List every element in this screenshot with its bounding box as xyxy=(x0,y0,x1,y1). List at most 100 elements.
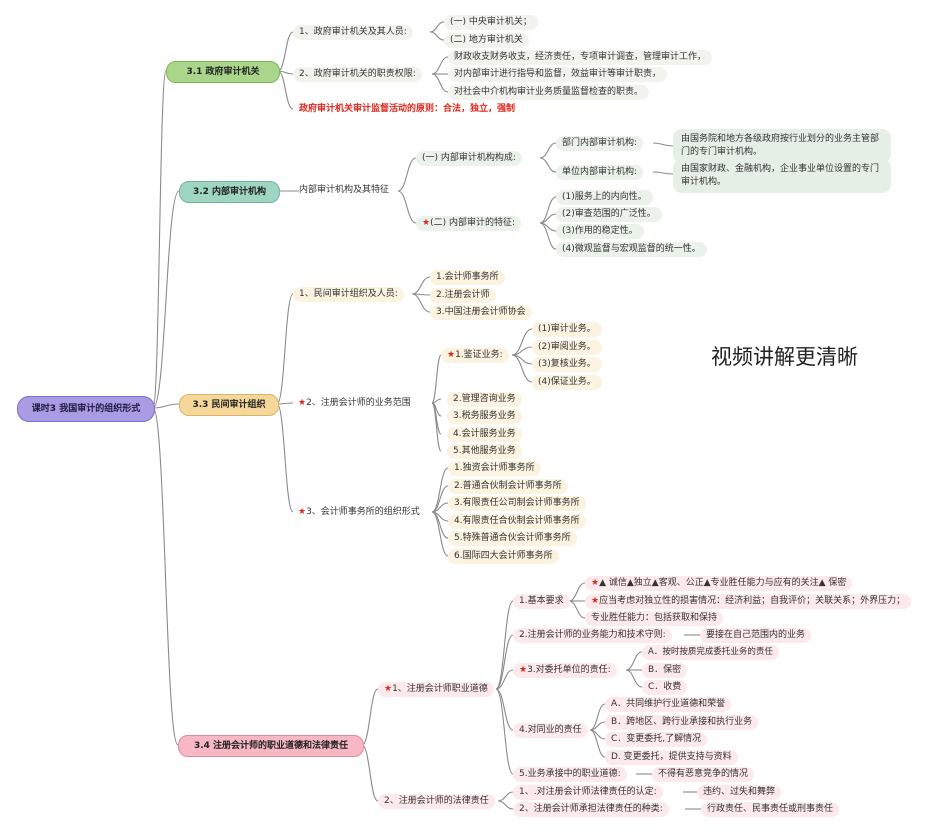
s3-attest-3[interactable]: (3)复核业务。 xyxy=(532,357,602,372)
connector-line xyxy=(276,402,294,405)
connector-line xyxy=(361,688,379,746)
s1-branch-b[interactable]: 2、政府审计机关的职责权限: xyxy=(293,67,422,82)
s4-client-b[interactable]: B．保密 xyxy=(642,663,688,678)
s1-b3[interactable]: 对社会中介机构审计业务质量监督检查的职责。 xyxy=(448,85,650,100)
s4-client[interactable]: ★3.对委托单位的责任: xyxy=(513,663,617,678)
s4-legal-2-desc[interactable]: 行政责任、民事责任或刑事责任 xyxy=(701,802,840,817)
connector-line xyxy=(495,688,514,775)
s4-ethics[interactable]: ★1、注册会计师职业道德 xyxy=(378,682,494,697)
connector-line xyxy=(539,142,557,159)
s1-branch-a[interactable]: 1、政府审计机关及其人员: xyxy=(293,25,413,40)
s4-legal-1[interactable]: 1、.对注册会计师法律责任的认定: xyxy=(513,785,663,800)
s4-peer-d[interactable]: D. 变更委托，提供支持与资料 xyxy=(605,750,738,765)
connector-line xyxy=(397,190,417,224)
s3-attest-4[interactable]: (4)保证业务。 xyxy=(532,375,602,390)
section-3-1-node[interactable]: 3.1 政府审计机关 xyxy=(166,61,280,83)
connector-line xyxy=(431,73,449,93)
s3-form-1[interactable]: 1.独资会计师事务所 xyxy=(448,461,541,476)
s2-feature-1[interactable]: (1)服务上的内向性。 xyxy=(556,190,653,205)
connector-line xyxy=(277,31,294,72)
s4-legal-1-desc[interactable]: 违约、过失和舞弊 xyxy=(697,785,782,800)
connector-line xyxy=(411,276,431,295)
s3-service-3[interactable]: 3.税务服务业务 xyxy=(447,409,522,424)
s2-composition[interactable]: (一) 内部审计机构构成: xyxy=(416,151,522,166)
connector-line xyxy=(652,142,674,147)
s2-unit-desc[interactable]: 由国家财政、金融机构，企业事业单位设置的专门审计机构。 xyxy=(673,159,891,193)
s1-principle-text[interactable]: 政府审计机关审计监督活动的原则：合法，独立，强制 xyxy=(299,104,516,114)
s2-unit-internal[interactable]: 单位内部审计机构: xyxy=(556,165,644,180)
connector-line xyxy=(152,407,179,746)
s4-peer-a[interactable]: A．共同维护行业道德和荣誉 xyxy=(605,697,732,712)
s4-legal-2[interactable]: 2、注册会计师承担法律责任的种类: xyxy=(513,802,669,817)
connector-line xyxy=(497,800,514,810)
s3-form-5[interactable]: 5.特殊普通合伙会计师事务所 xyxy=(448,531,577,546)
s2-feature-3[interactable]: (3)作用的稳定性。 xyxy=(556,224,644,239)
s3-attest[interactable]: ★1.鉴证业务: xyxy=(441,348,509,363)
connector-line xyxy=(652,171,674,175)
connector-line xyxy=(495,634,514,690)
s3-branch-b[interactable]: ★2、注册会计师的业务范围 xyxy=(298,398,411,408)
star-icon: ★ xyxy=(422,218,431,228)
s3-attest-2[interactable]: (2)审阅业务。 xyxy=(532,340,602,355)
connector-line xyxy=(625,651,643,671)
video-note: 视频讲解更清晰 xyxy=(711,345,858,369)
connector-line xyxy=(276,293,294,405)
s2-branch[interactable]: 内部审计机构及其特征 xyxy=(299,185,390,195)
s1-a1[interactable]: (一) 中央审计机关； xyxy=(444,15,538,30)
section-3-3-node[interactable]: 3.3 民间审计组织 xyxy=(179,394,279,416)
s4-acceptance-desc[interactable]: 不得有恶意竞争的情况 xyxy=(652,767,755,782)
section-3-2-node[interactable]: 3.2 内部审计机构 xyxy=(179,181,280,203)
s4-client-a[interactable]: A．按时按质完成委托业务的责任 xyxy=(642,645,779,660)
connector-line xyxy=(495,600,514,690)
s2-dept-internal[interactable]: 部门内部审计机构: xyxy=(556,136,644,151)
connector-line xyxy=(361,744,379,802)
s2-dept-desc[interactable]: 由国务院和地方各级政府按行业划分的业务主管部门的专门审计机构。 xyxy=(673,129,891,163)
s4-peer-c[interactable]: C．变更委托,了解情况 xyxy=(605,732,708,747)
s1-b1[interactable]: 财政收支财务收支，经济责任，专项审计调查，管理审计工作， xyxy=(448,50,713,65)
s4-basic[interactable]: 1.基本要求 xyxy=(513,594,570,609)
s4-basic-2[interactable]: ★应当考虑对独立性的损害情况：经济利益；自我评价；关联关系；外界压力； xyxy=(585,594,912,609)
s3-form-6[interactable]: 6.国际四大会计师事务所 xyxy=(448,549,559,564)
s4-ability[interactable]: 2.注册会计师的业务能力和技术守则: xyxy=(513,628,672,643)
s3-service-5[interactable]: 5.其他服务业务 xyxy=(447,444,522,459)
s3-form-2[interactable]: 2.普通合伙制会计师事务所 xyxy=(448,479,568,494)
connector-line xyxy=(431,354,442,404)
root-node[interactable]: 课时3 我国审计的组织形式 xyxy=(17,396,155,422)
star-icon: ★ xyxy=(591,578,600,588)
s4-ability-desc[interactable]: 要接在自己范围内的业务 xyxy=(700,628,812,643)
s4-legal[interactable]: 2、注册会计师的法律责任 xyxy=(378,794,495,809)
s1-b2[interactable]: 对内部审计进行指导和监督，效益审计等审计职责， xyxy=(448,67,668,82)
s4-acceptance[interactable]: 5.业务承接中的职业道德: xyxy=(513,767,627,782)
s3-attest-1[interactable]: (1)审计业务。 xyxy=(532,322,602,337)
s3-form-4[interactable]: 4.有限责任合伙制会计师事务所 xyxy=(448,514,586,529)
connector-line xyxy=(497,791,514,802)
s3-branch-a[interactable]: 1、民间审计组织及人员: xyxy=(293,287,404,302)
s3-service-2[interactable]: 2.管理咨询业务 xyxy=(447,392,522,407)
connector-line xyxy=(431,402,442,452)
s4-basic-3[interactable]: 专业胜任能力：包括获取和保持 xyxy=(585,611,724,626)
s2-feature-2[interactable]: (2)审查范围的广泛性。 xyxy=(556,207,662,222)
s3-branch-c[interactable]: ★3、会计师事务所的组织形式 xyxy=(298,507,420,517)
connector-line xyxy=(495,688,514,731)
connector-line xyxy=(429,21,445,33)
s3-a2[interactable]: 2.注册会计师 xyxy=(430,288,496,303)
section-3-4-node[interactable]: 3.4 注册会计师的职业道德和法律责任 xyxy=(178,735,364,757)
s4-client-c[interactable]: C．收费 xyxy=(642,680,688,695)
s4-peer-b[interactable]: B．跨地区、跨行业承接和执行业务 xyxy=(605,715,759,730)
star-icon: ★ xyxy=(591,596,600,606)
connector-line xyxy=(152,190,180,409)
s2-feature-4[interactable]: (4)微观监督与宏观监督的统一性。 xyxy=(556,242,707,257)
connector-line xyxy=(277,70,294,110)
s3-service-4[interactable]: 4.会计服务业务 xyxy=(447,427,522,442)
s4-peer[interactable]: 4.对同业的责任 xyxy=(513,723,588,738)
s2-features[interactable]: ★(二) 内部审计的特征: xyxy=(416,216,521,231)
s4-basic-1[interactable]: ★▲ 诚信▲独立▲客观、公正▲专业胜任能力与应有的关注▲ 保密 xyxy=(585,576,853,591)
connector-line xyxy=(511,354,533,383)
s3-form-3[interactable]: 3.有限责任公司制会计师事务所 xyxy=(448,496,586,511)
s1-a2[interactable]: (二) 地方审计机关 xyxy=(444,33,529,48)
s3-a1[interactable]: 1.会计师事务所 xyxy=(430,270,505,285)
connector-line xyxy=(568,600,586,619)
connector-line xyxy=(539,157,557,173)
s3-a3[interactable]: 3.中国注册会计师协会 xyxy=(430,305,532,320)
